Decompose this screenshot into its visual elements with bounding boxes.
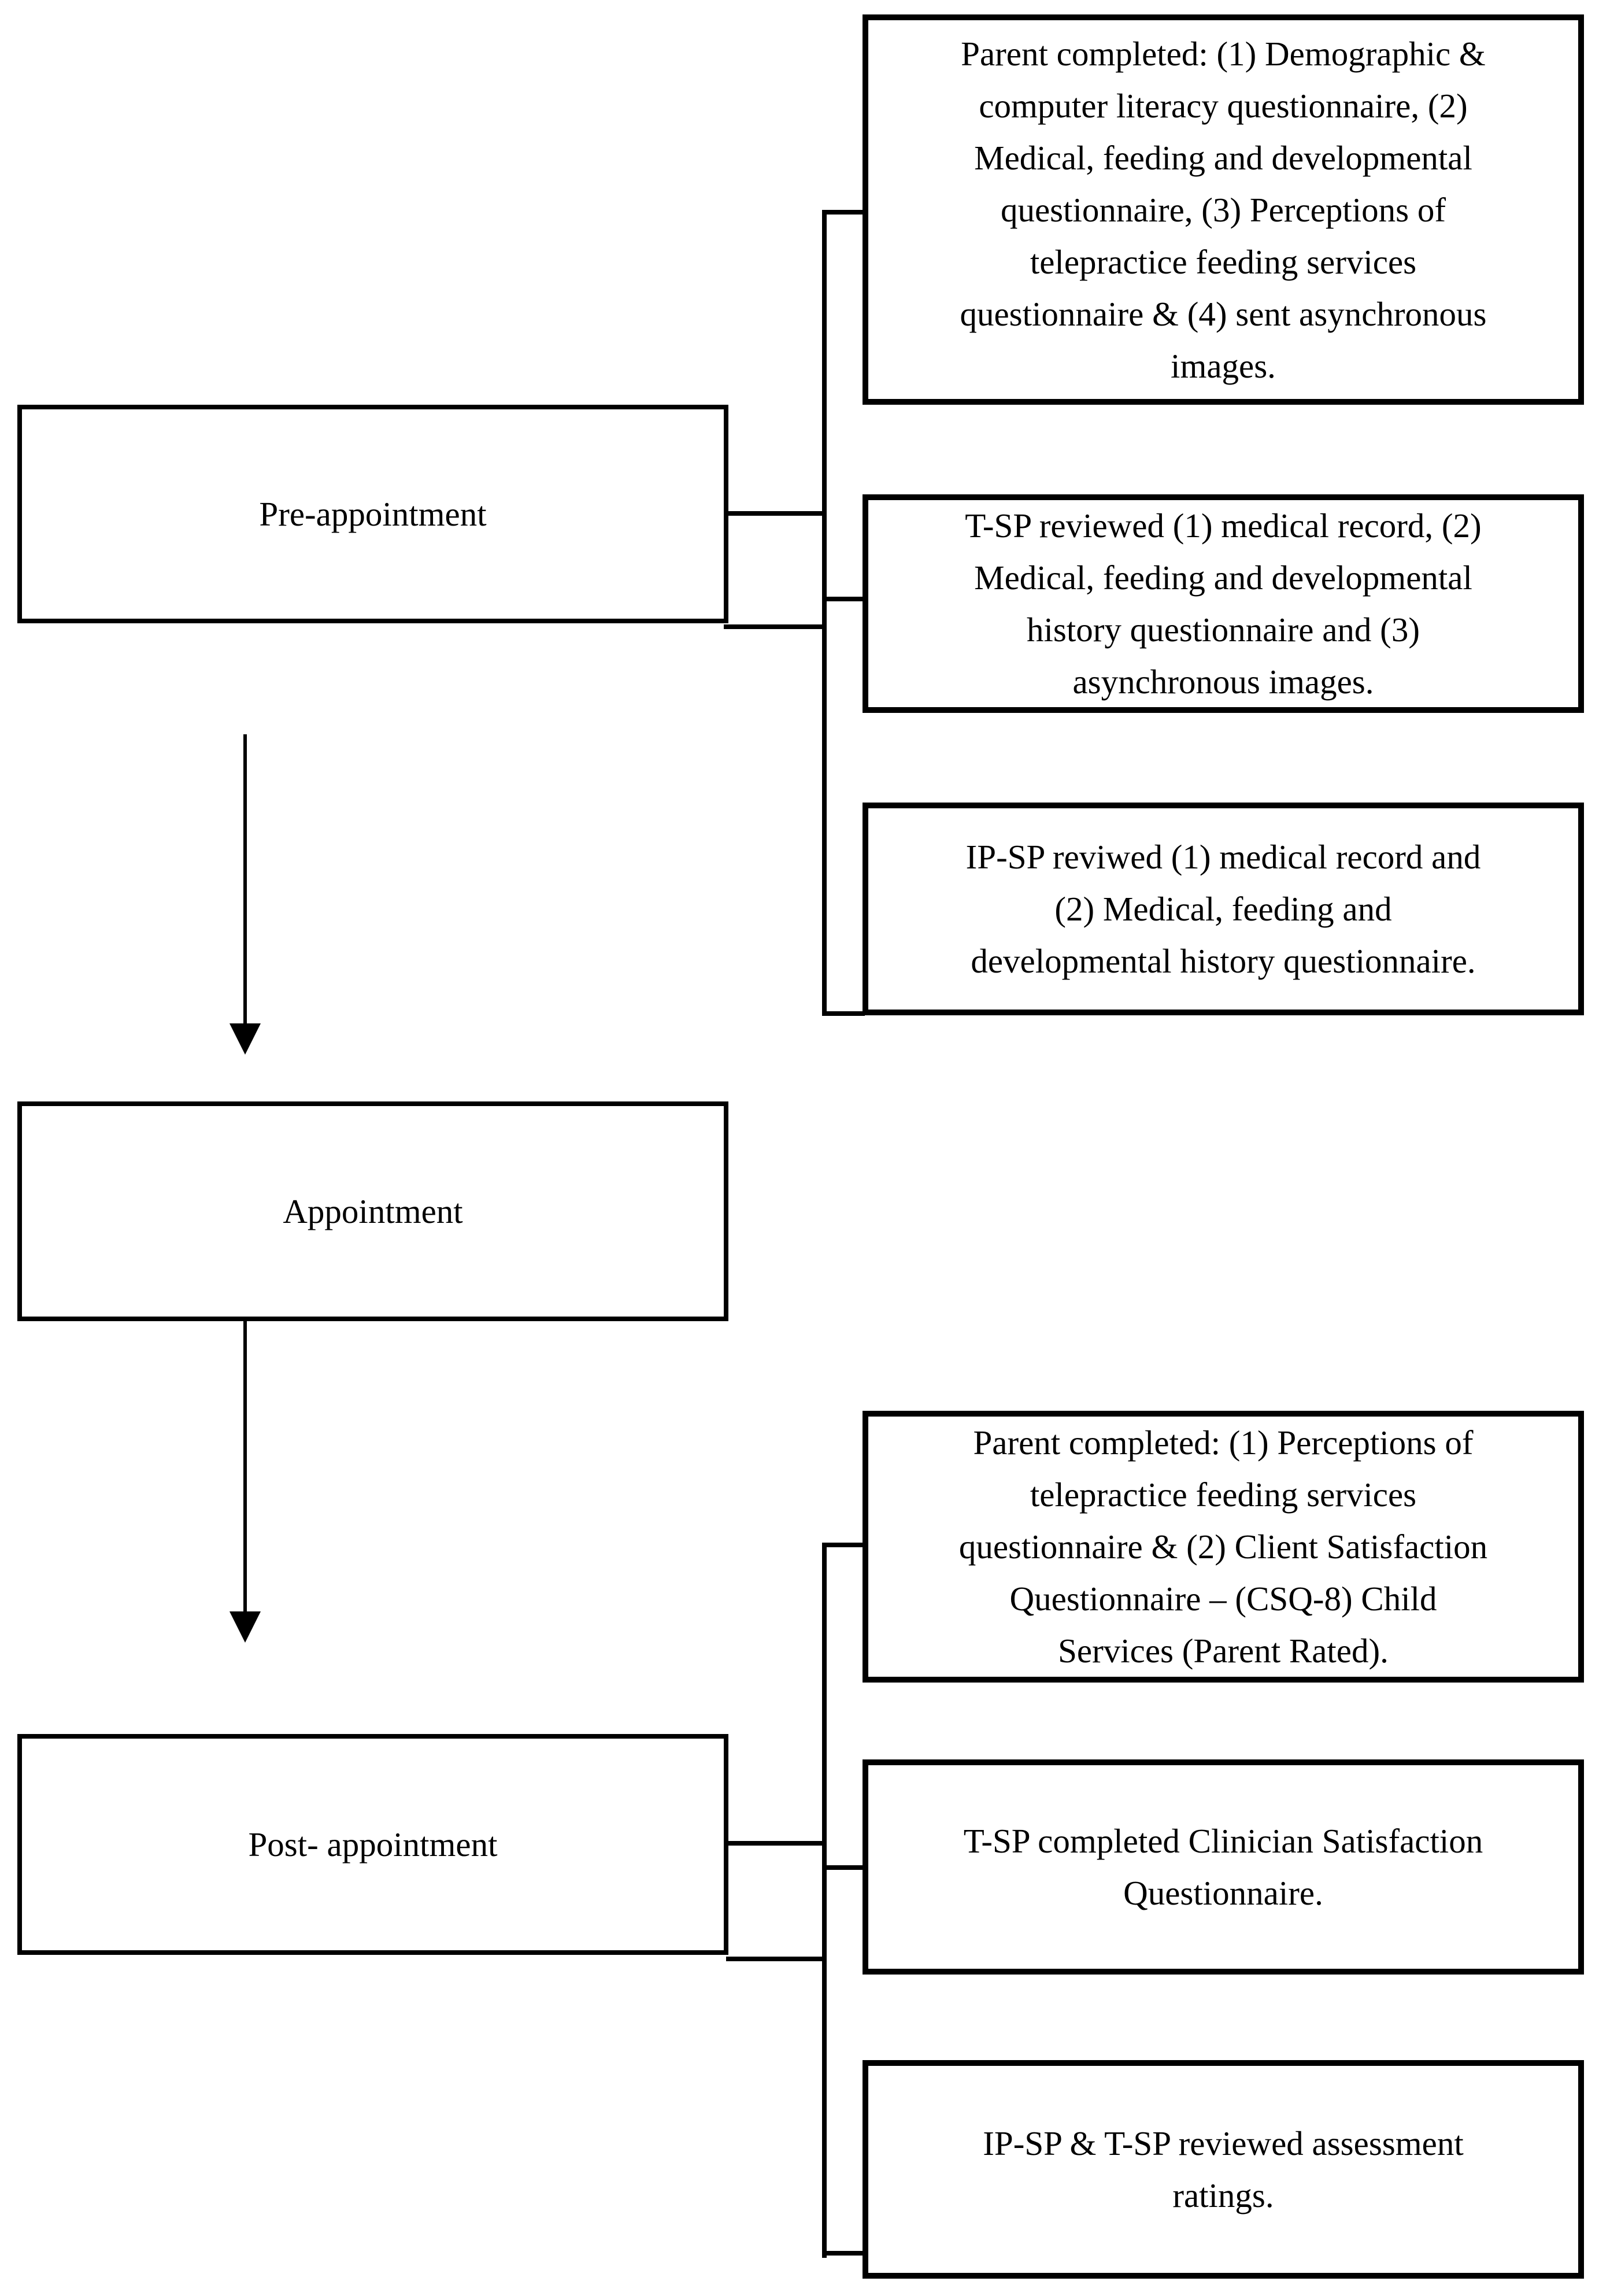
detail-box-ipsp-reviewed: IP-SP reviwed (1) medical record and (2)… [863,803,1584,1015]
connector-trunk-pre [822,210,827,1016]
connector-stub-post-bottom [822,2251,865,2256]
connector-band-post-lower [726,1957,827,1961]
detail-text-ipsp-reviewed: IP-SP reviwed (1) medical record and (2)… [965,838,1481,980]
detail-box-ipsp-tsp-ratings: IP-SP & T-SP reviewed assessment ratings… [863,2060,1584,2279]
down-arrow-head-2 [230,1611,261,1643]
connector-band-post-upper [726,1841,827,1846]
connector-stub-pre-top [822,210,865,215]
connector-stub-post-top [822,1543,865,1547]
connector-band-pre-lower [724,624,827,629]
stage-box-appointment: Appointment [17,1101,728,1321]
stage-label-pre-appointment: Pre-appointment [259,495,487,533]
stage-label-appointment: Appointment [283,1192,463,1230]
stage-box-post-appointment: Post- appointment [17,1734,728,1955]
detail-box-parent-post-appointment: Parent completed: (1) Perceptions of tel… [863,1411,1584,1683]
connector-stub-post-middle [822,1865,865,1870]
detail-text-ipsp-tsp-ratings: IP-SP & T-SP reviewed assessment ratings… [983,2124,1464,2214]
detail-box-parent-pre-appointment: Parent completed: (1) Demographic & comp… [863,14,1584,405]
detail-text-tsp-completed: T-SP completed Clinician Satisfaction Qu… [963,1822,1483,1912]
stage-label-post-appointment: Post- appointment [248,1825,498,1864]
connector-stub-pre-bottom [822,1011,865,1016]
detail-text-tsp-reviewed: T-SP reviewed (1) medical record, (2) Me… [965,506,1482,701]
connector-band-pre-upper [724,511,827,516]
connector-stub-pre-middle [822,597,865,601]
down-arrow-line-1 [243,734,247,1025]
connector-trunk-post [822,1543,827,2258]
stage-box-pre-appointment: Pre-appointment [17,405,728,623]
detail-box-tsp-completed: T-SP completed Clinician Satisfaction Qu… [863,1759,1584,1975]
down-arrow-head-1 [230,1023,261,1055]
detail-text-parent-post-appointment: Parent completed: (1) Perceptions of tel… [958,1424,1488,1670]
down-arrow-line-2 [243,1321,247,1613]
detail-box-tsp-reviewed: T-SP reviewed (1) medical record, (2) Me… [863,494,1584,713]
detail-text-parent-pre-appointment: Parent completed: (1) Demographic & comp… [960,34,1487,385]
